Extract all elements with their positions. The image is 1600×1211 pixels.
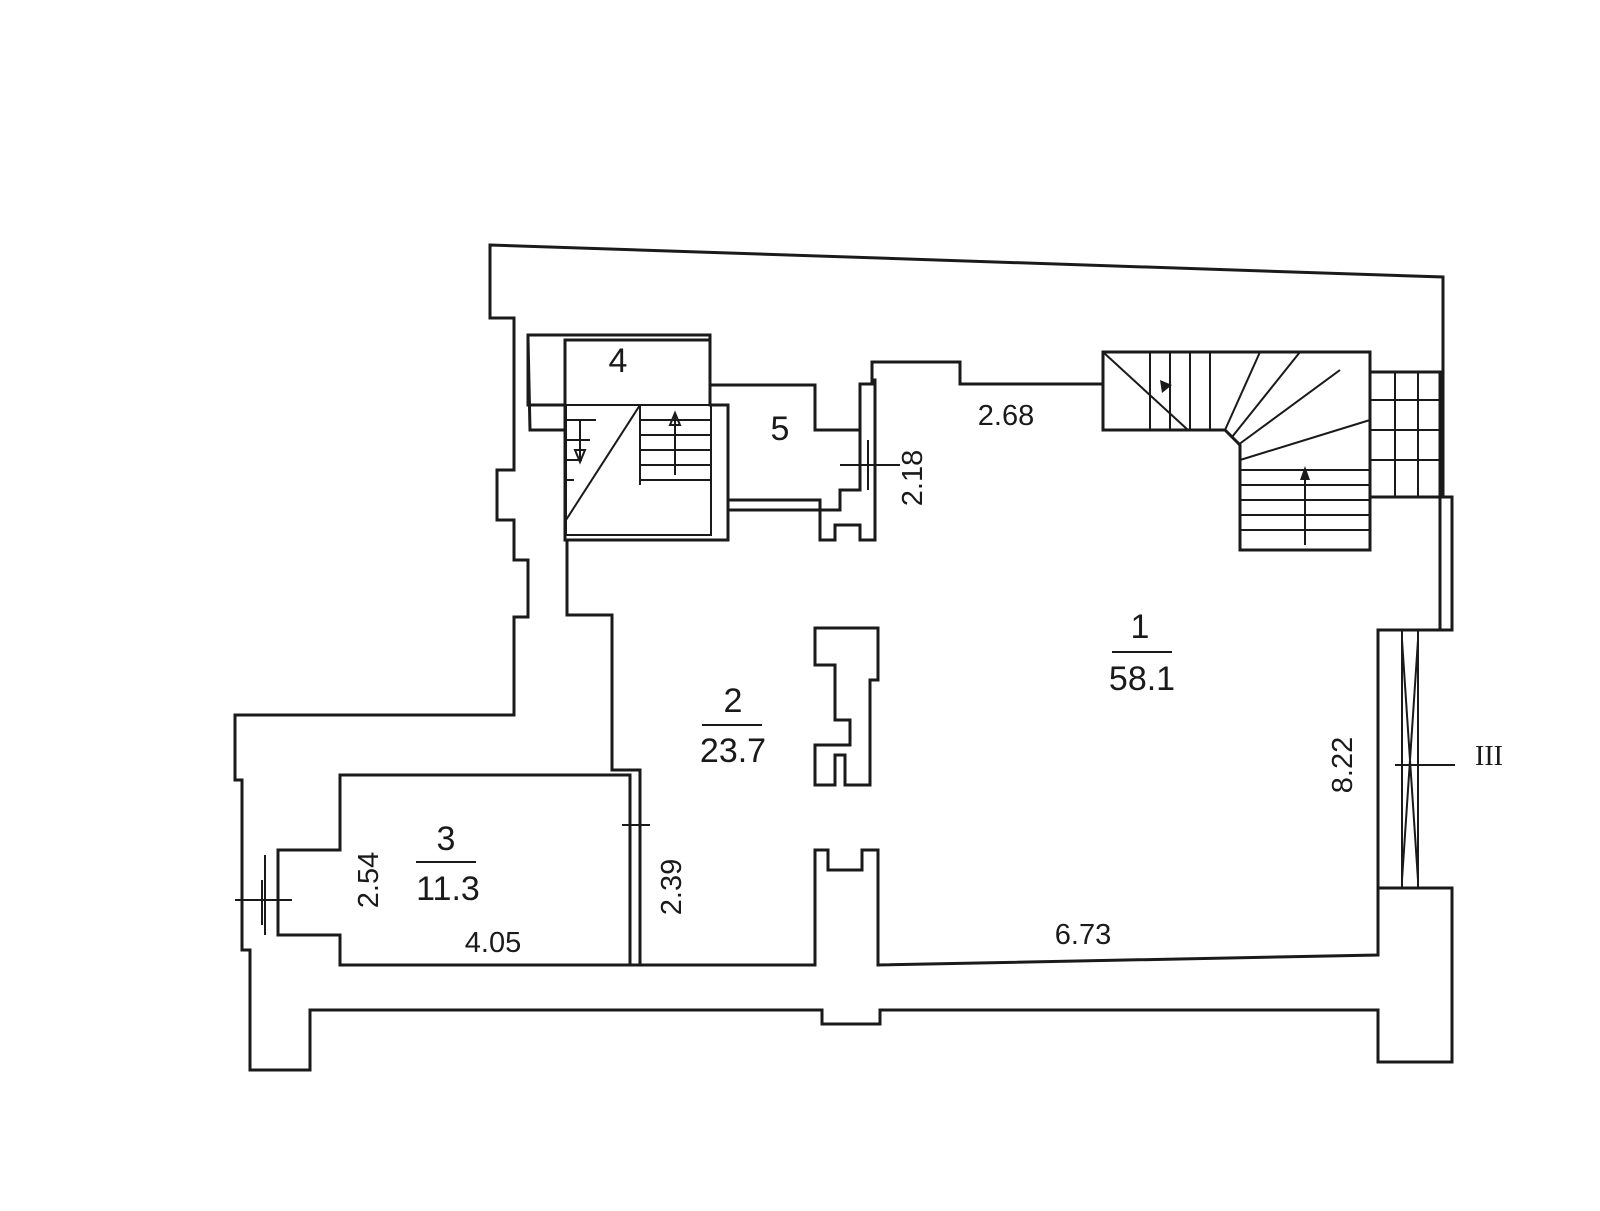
dim-room1-width: 6.73 bbox=[1055, 919, 1111, 951]
room-4-number: 4 bbox=[609, 342, 628, 380]
room-2-number: 2 bbox=[724, 682, 743, 720]
central-pier bbox=[813, 626, 880, 787]
stair-arrow-down-icon bbox=[573, 449, 587, 465]
room-3-walls bbox=[276, 773, 632, 967]
room-2-area: 23.7 bbox=[700, 732, 766, 770]
stair-right bbox=[1101, 350, 1442, 552]
room-1-area: 58.1 bbox=[1109, 660, 1175, 698]
room-4-walls bbox=[526, 333, 730, 542]
room-3-number: 3 bbox=[437, 820, 456, 858]
room-5 bbox=[726, 378, 900, 542]
room-5-number: 5 bbox=[771, 410, 790, 448]
lower-walls bbox=[338, 886, 1380, 967]
outer-walls bbox=[233, 243, 1454, 1072]
room-1-number: 1 bbox=[1131, 608, 1150, 646]
room-3 bbox=[235, 773, 632, 967]
lower-pier bbox=[813, 848, 880, 967]
room-labels: 1 58.1 2 23.7 3 11.3 4 5 bbox=[416, 342, 1175, 908]
room-2 bbox=[565, 538, 880, 967]
stair-arrow-up-icon bbox=[668, 410, 682, 426]
room-4 bbox=[526, 333, 730, 542]
dimension-labels: 2.68 6.73 4.05 8.22 2.18 2.39 2.54 bbox=[353, 400, 1359, 959]
room-3-area: 11.3 bbox=[416, 870, 480, 908]
dim-room1-height: 8.22 bbox=[1327, 737, 1359, 793]
dim-room3-height: 2.54 bbox=[353, 852, 385, 908]
section-mark: III bbox=[1475, 741, 1503, 772]
dim-room3-width: 4.05 bbox=[465, 927, 521, 959]
dim-room5-depth: 2.18 bbox=[897, 450, 929, 506]
spiral-stair-arrow-down-icon bbox=[1160, 380, 1172, 393]
right-opening bbox=[1395, 630, 1455, 888]
spiral-stair-arrow-up-icon bbox=[1300, 466, 1310, 480]
dim-room1-top: 2.68 bbox=[978, 400, 1034, 432]
stair-left bbox=[565, 404, 712, 536]
dim-room2-side: 2.39 bbox=[656, 859, 688, 915]
outer-wall-outline bbox=[233, 243, 1454, 1072]
room-5-walls bbox=[726, 383, 862, 512]
room-2-left-wall bbox=[565, 538, 642, 967]
